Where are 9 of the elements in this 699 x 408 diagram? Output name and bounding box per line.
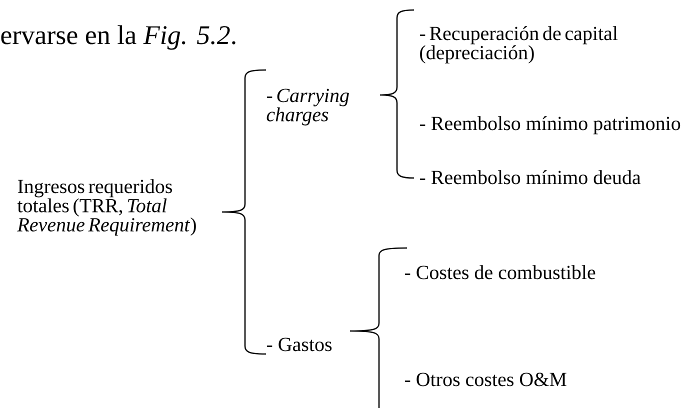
item-label: - Costes de combustible <box>404 265 596 280</box>
item-label: - Recuperación de capital (depreciación) <box>420 26 618 64</box>
category-label: - Gastos <box>266 338 332 352</box>
total-label: Ingresos requeridos totales (TRR, Total Revenue Requirement) <box>17 179 196 236</box>
item-label: - Otros costes O&M <box>404 372 566 386</box>
item-label: - Reembolso mínimo deuda <box>420 170 641 184</box>
sentence-fragment: ervarse en la Fig. 5.2. <box>1 25 236 50</box>
category-label: - Carrying charges <box>266 88 349 126</box>
item-label: - Reembolso mínimo patrimonio <box>420 116 680 134</box>
